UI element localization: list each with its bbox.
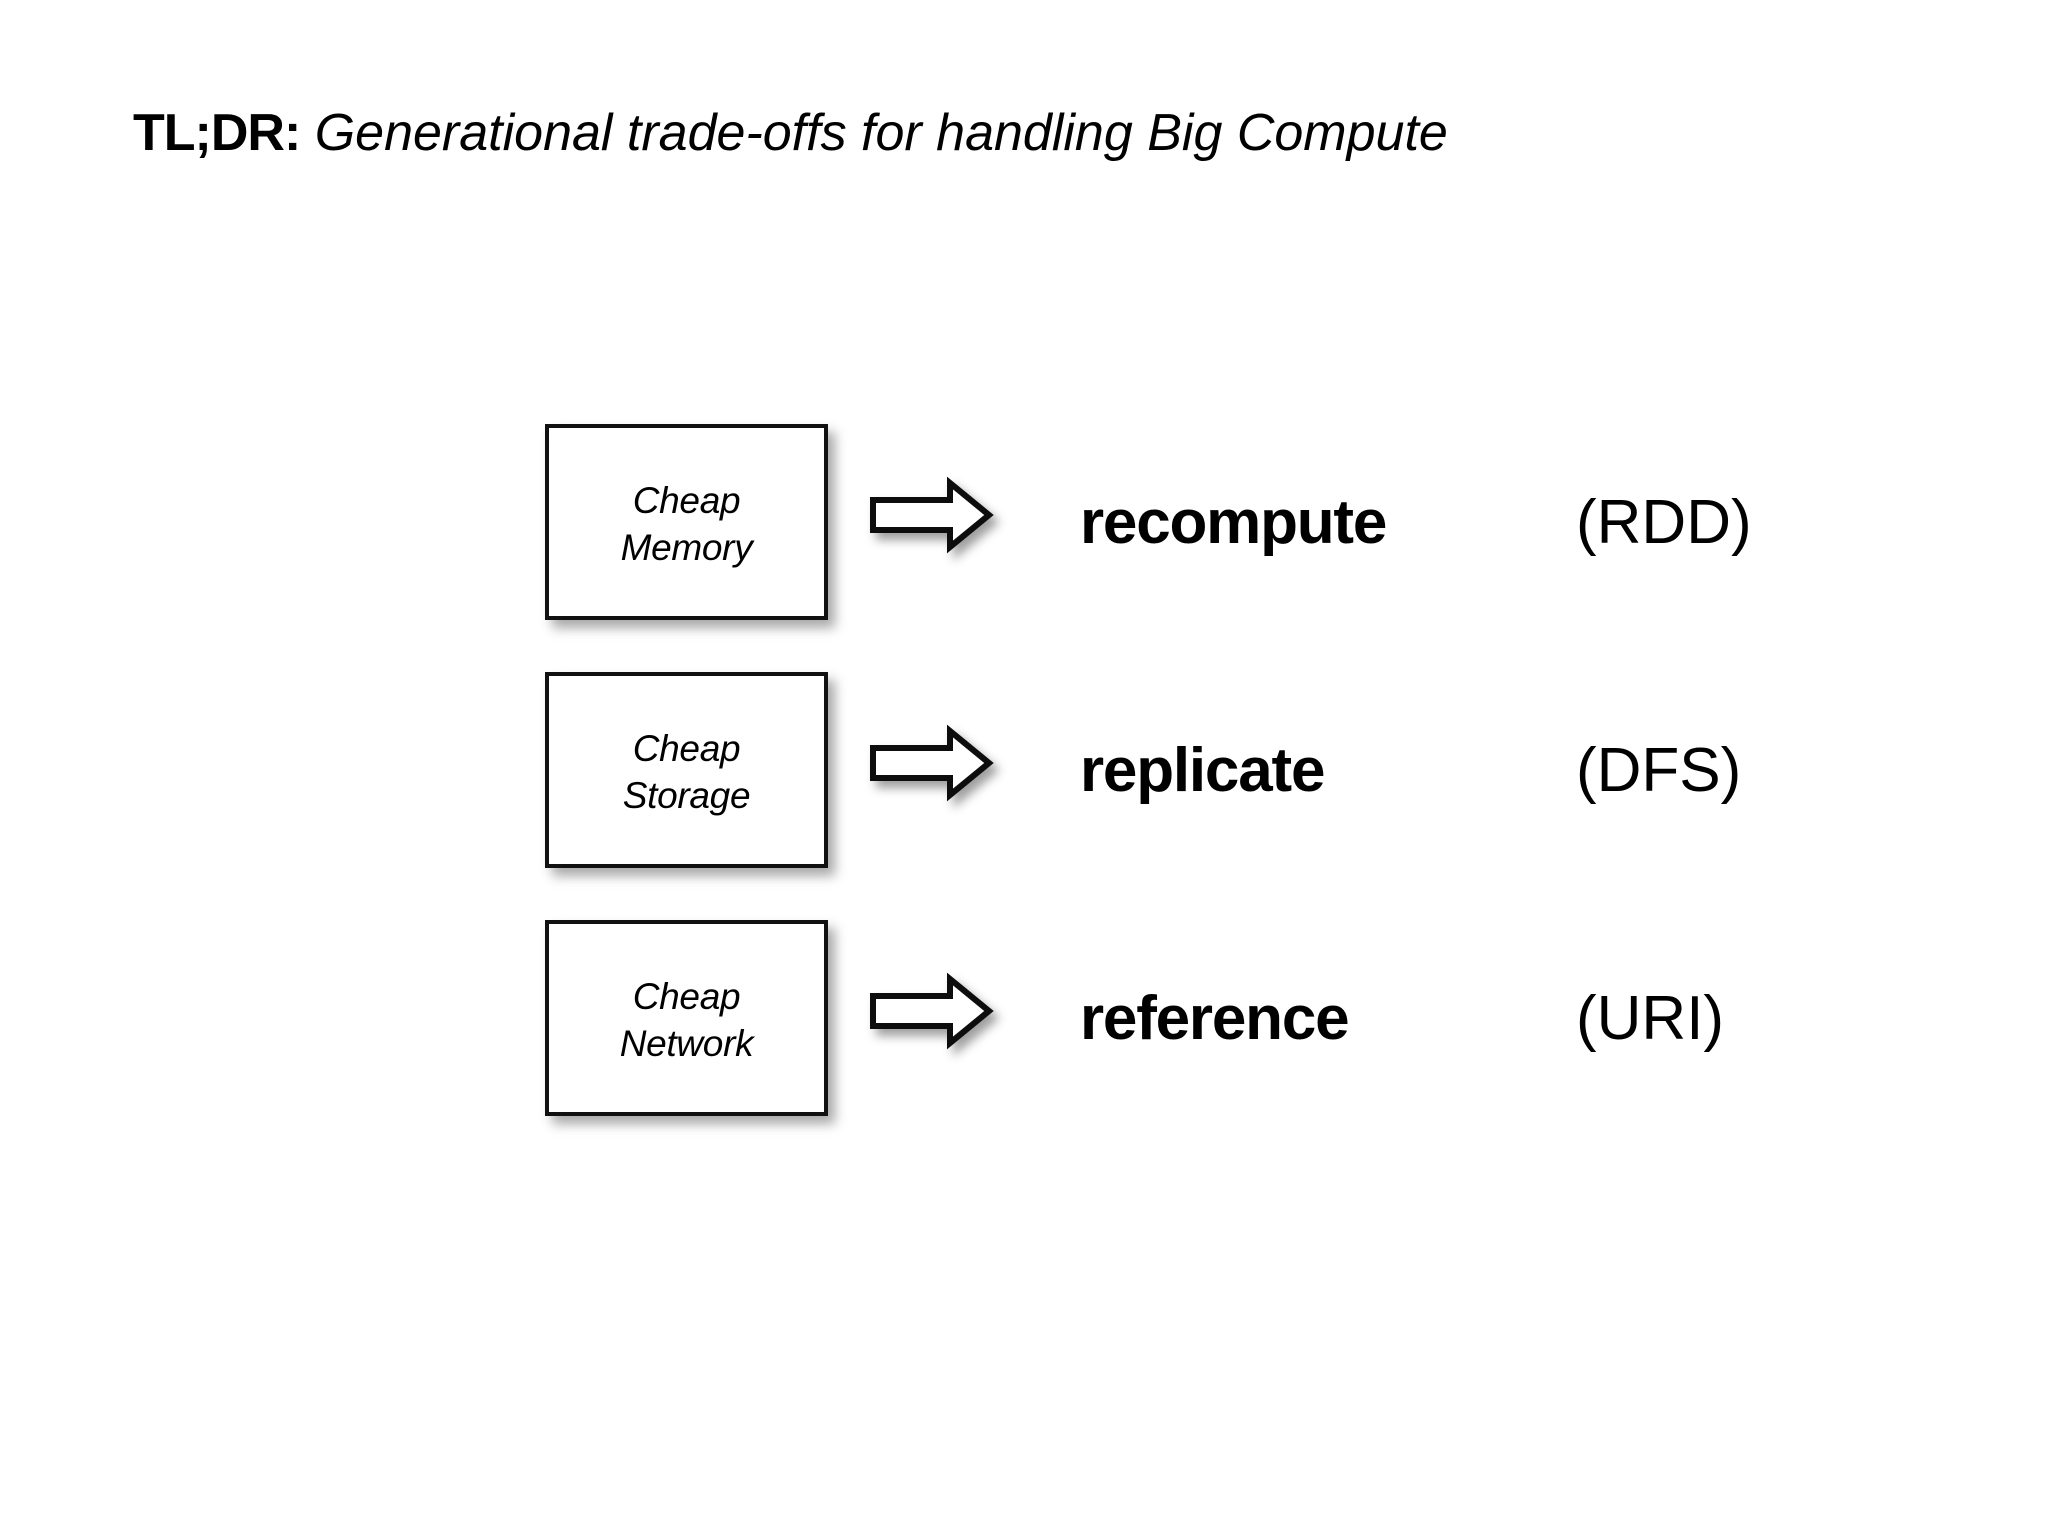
concept-box: Cheap Memory [545, 424, 828, 620]
concept-box-line2: Storage [622, 775, 751, 816]
concept-box-label: Cheap Memory [621, 477, 753, 572]
action-label: recompute [1080, 487, 1387, 557]
concept-box-line1: Cheap [632, 975, 741, 1017]
technology-tag: (RDD) [1576, 487, 1752, 557]
block-arrow-right-icon [870, 724, 994, 802]
diagram-row: Cheap Memory recompute (RDD) [0, 424, 2048, 620]
diagram-row: Cheap Network reference (URI) [0, 920, 2048, 1116]
diagram-row: Cheap Storage replicate (DFS) [0, 672, 2048, 868]
page-title: TL;DR: Generational trade-offs for handl… [133, 104, 1448, 162]
block-arrow-right-icon [870, 476, 994, 554]
concept-box: Cheap Storage [545, 672, 828, 868]
concept-box-label: Cheap Storage [623, 725, 751, 820]
concept-box-line1: Cheap [632, 479, 741, 521]
concept-box: Cheap Network [545, 920, 828, 1116]
concept-box-line2: Memory [620, 527, 753, 568]
concept-box-label: Cheap Network [620, 973, 754, 1068]
technology-tag: (URI) [1576, 983, 1725, 1053]
concept-box-line1: Cheap [632, 727, 741, 769]
title-subtitle: Generational trade-offs for handling Big… [300, 104, 1448, 162]
action-label: reference [1080, 983, 1350, 1053]
technology-tag: (DFS) [1576, 735, 1742, 805]
action-label: replicate [1080, 735, 1325, 805]
title-prefix: TL;DR: [133, 104, 301, 162]
concept-box-line2: Network [619, 1023, 754, 1064]
block-arrow-right-icon [870, 972, 994, 1050]
